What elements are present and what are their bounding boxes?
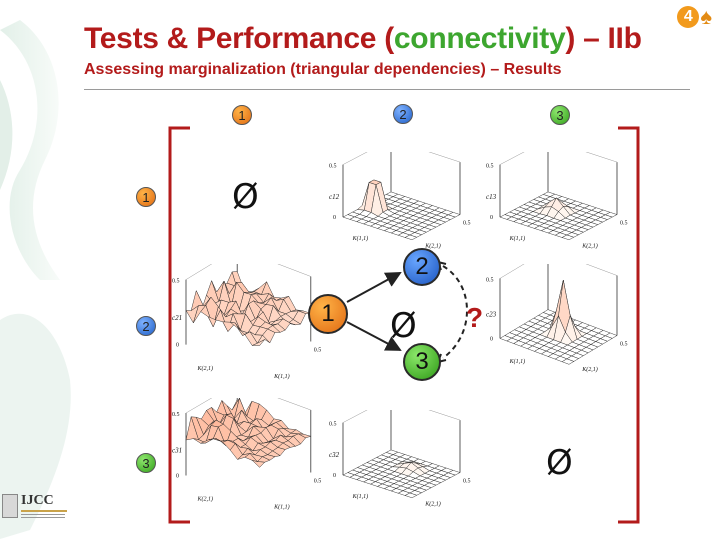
z-axis-tick-label: 0 <box>176 343 179 349</box>
top-edge-line <box>185 264 213 280</box>
y-axis-label: K(2,1) <box>581 243 598 250</box>
x-axis-label: K(2,1) <box>196 495 213 502</box>
brand-logo: 4 ♠ <box>677 4 712 30</box>
column-header-2: 2 <box>393 104 413 124</box>
row-header-1: 1 <box>136 187 156 207</box>
empty-cell-1-1: Ø <box>232 177 259 217</box>
question-mark: ? <box>466 302 484 333</box>
z-axis-label: c21 <box>172 314 182 322</box>
institution-acronym: IJCC <box>21 493 54 508</box>
surface-cell <box>404 234 418 241</box>
z-axis-tick-label: 0 <box>176 474 179 480</box>
network-node-1: 1 <box>308 294 348 334</box>
page-title: Tests & Performance (connectivity) – IIb <box>84 22 642 55</box>
x-axis-label: K(1,1) <box>509 358 525 365</box>
title-divider <box>84 89 690 90</box>
z-axis-label: c23 <box>486 310 497 318</box>
side-axis-tick-label: 0.5 <box>463 479 471 485</box>
z-axis-tick-label: 0.5 <box>329 422 337 428</box>
side-axis-tick-label: 0.5 <box>620 342 628 348</box>
title-highlight: connectivity <box>393 22 566 55</box>
top-edge-line <box>428 152 461 163</box>
surface-cell <box>561 358 575 365</box>
row-header-2: 2 <box>136 316 156 336</box>
x-axis-label: K(1,1) <box>352 235 369 242</box>
top-edge-line <box>428 410 461 421</box>
surface-cell <box>561 234 575 241</box>
brand-number: 4 <box>677 6 700 28</box>
y-axis-label: K(1,1) <box>273 504 290 511</box>
network-node-2: 2 <box>403 248 441 286</box>
top-edge-line <box>585 152 618 163</box>
z-axis-tick-label: 0.5 <box>486 164 494 170</box>
y-axis-label: K(2,1) <box>581 366 598 373</box>
y-axis-label: K(2,1) <box>424 501 441 508</box>
top-edge-line <box>277 398 311 411</box>
surface-cell <box>251 459 266 468</box>
column-header-3: 3 <box>550 105 570 125</box>
side-axis-tick-label: 0.5 <box>314 479 322 485</box>
y-axis-label: K(2,1) <box>424 243 441 250</box>
z-axis-tick-label: 0 <box>333 215 336 221</box>
z-axis-tick-label: 0.5 <box>486 277 494 283</box>
z-axis-tick-label: 0 <box>490 336 493 342</box>
empty-cell-3-3: Ø <box>546 443 573 483</box>
matrix-brackets <box>168 126 640 524</box>
top-edge-line <box>185 398 213 414</box>
side-axis-tick-label: 0.5 <box>620 221 628 227</box>
surface-cell <box>252 339 265 346</box>
z-axis-label: c13 <box>486 193 497 201</box>
z-axis-tick-label: 0 <box>333 473 336 479</box>
z-axis-label: c32 <box>329 451 340 459</box>
institution-emblem-icon <box>2 494 18 518</box>
z-axis-tick-label: 0 <box>490 215 493 221</box>
surface-cell <box>404 492 418 499</box>
x-axis-label: K(1,1) <box>352 493 369 500</box>
top-edge-line <box>585 264 618 276</box>
network-node-3: 3 <box>403 343 441 381</box>
top-edge-line <box>277 264 311 277</box>
spade-icon: ♠ <box>700 4 712 29</box>
z-axis-tick-label: 0.5 <box>329 164 337 170</box>
z-axis-label: c31 <box>172 446 182 454</box>
side-axis-tick-label: 0.5 <box>314 347 322 353</box>
top-edge-line <box>342 410 368 423</box>
top-edge-line <box>499 152 525 165</box>
row-header-3: 3 <box>136 453 156 473</box>
column-header-1: 1 <box>232 105 252 125</box>
x-axis-label: K(1,1) <box>509 235 525 242</box>
x-axis-label: K(2,1) <box>196 365 213 372</box>
z-axis-label: c12 <box>329 193 340 201</box>
institution-logo: IJCC <box>2 494 78 524</box>
z-axis-tick-label: 0.5 <box>172 412 180 418</box>
z-axis-tick-label: 0.5 <box>172 279 180 285</box>
side-axis-tick-label: 0.5 <box>463 221 471 227</box>
y-axis-label: K(1,1) <box>273 373 290 380</box>
page-subtitle: Assessing marginalization (triangular de… <box>84 61 562 78</box>
top-edge-line <box>342 152 368 165</box>
top-edge-line <box>499 264 525 279</box>
